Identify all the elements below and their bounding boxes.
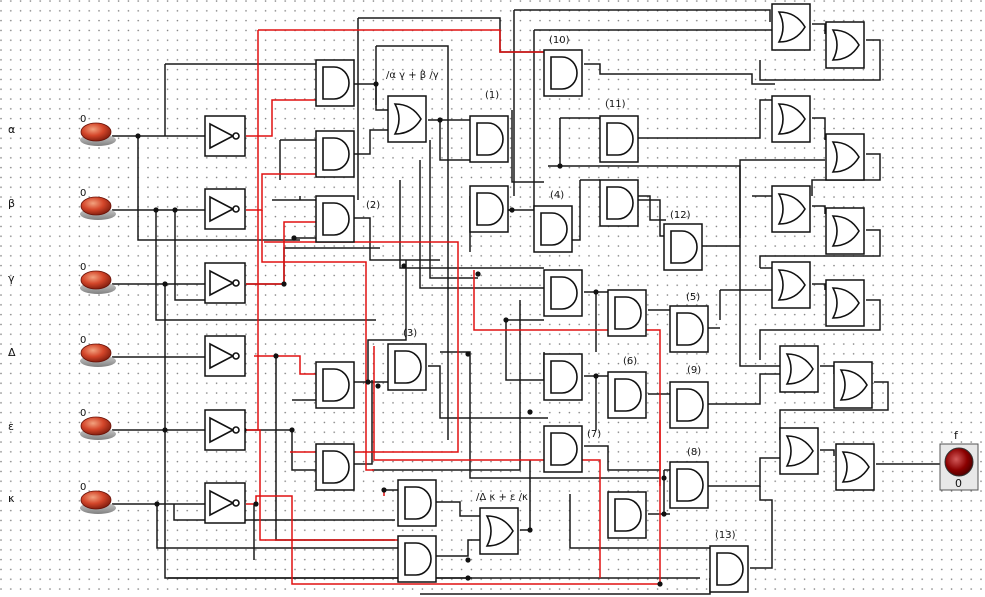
input-label-beta: β: [8, 197, 15, 210]
and-gates: [315, 49, 749, 593]
and-gate-icon[interactable]: [543, 49, 583, 97]
input-state: 0: [80, 482, 86, 493]
not-gate-icon[interactable]: [204, 188, 246, 230]
input-epsilon[interactable]: 0: [80, 408, 116, 440]
and-gate-icon[interactable]: [599, 179, 639, 227]
gate-label-4: (4): [550, 190, 564, 201]
or-gate-icon[interactable]: [779, 427, 819, 475]
or-gate-icon[interactable]: [825, 21, 865, 69]
and-gate-icon[interactable]: [669, 461, 709, 509]
gate-label-9: (9): [687, 365, 701, 376]
or-gates: [387, 3, 875, 555]
gate-label-11: (11): [605, 99, 626, 110]
gate-label-3: (3): [403, 328, 417, 339]
gate-label-8: (8): [687, 447, 701, 458]
and-gate-icon[interactable]: [387, 343, 427, 391]
not-gate-icon[interactable]: [204, 115, 246, 157]
and-gate-icon[interactable]: [543, 269, 583, 317]
input-label-gamma: γ: [8, 272, 15, 285]
and-gate-icon[interactable]: [607, 371, 647, 419]
expression-top: /α γ + β /γ: [386, 70, 439, 81]
and-gate-icon[interactable]: [669, 381, 709, 429]
gate-label-7: (7): [587, 429, 601, 440]
input-delta[interactable]: 0: [80, 335, 116, 367]
gate-labels: (10) (1) (11) (2) (4) (12) (5) (3) (6) (…: [366, 35, 736, 541]
and-gate-icon[interactable]: [709, 545, 749, 593]
gate-label-10: (10): [549, 35, 570, 46]
or-gate-icon[interactable]: [825, 133, 865, 181]
or-gate-icon[interactable]: [771, 261, 811, 309]
and-gate-icon[interactable]: [315, 443, 355, 491]
input-state: 0: [80, 114, 86, 125]
not-gate-icon[interactable]: [204, 409, 246, 451]
gate-label-6: (6): [623, 356, 637, 367]
expression-bottom: /Δ κ + ε /κ: [476, 492, 528, 503]
red-wires: [244, 29, 661, 585]
lamp-icon: [944, 447, 974, 477]
and-gate-icon[interactable]: [663, 223, 703, 271]
input-state: 0: [80, 262, 86, 273]
and-gate-icon[interactable]: [315, 361, 355, 409]
input-alpha[interactable]: 0: [80, 114, 116, 146]
input-label-alpha: α: [8, 123, 15, 136]
and-gate-icon[interactable]: [315, 195, 355, 243]
and-gate-icon[interactable]: [315, 130, 355, 178]
not-gate-icon[interactable]: [204, 262, 246, 304]
input-label-kappa: κ: [8, 492, 15, 505]
wires: [112, 9, 940, 595]
and-gate-icon[interactable]: [397, 535, 437, 583]
input-buttons: 0 0 0 0 0 0: [80, 114, 116, 514]
and-gate-icon[interactable]: [397, 479, 437, 527]
gate-label-5: (5): [686, 292, 700, 303]
input-state: 0: [80, 408, 86, 419]
not-gate-icon[interactable]: [204, 482, 246, 524]
or-gate-icon[interactable]: [833, 361, 873, 409]
output-label: f: [954, 429, 959, 442]
input-kappa[interactable]: 0: [80, 482, 116, 514]
input-label-epsilon: ε: [8, 420, 14, 433]
and-gate-icon[interactable]: [315, 59, 355, 107]
and-gate-icon[interactable]: [669, 305, 709, 353]
input-state: 0: [80, 188, 86, 199]
and-gate-icon[interactable]: [469, 185, 509, 233]
or-gate-icon[interactable]: [835, 443, 875, 491]
input-gamma[interactable]: 0: [80, 262, 116, 294]
or-gate-icon[interactable]: [825, 279, 865, 327]
or-gate-icon[interactable]: [779, 345, 819, 393]
gate-label-12: (12): [670, 210, 691, 221]
and-gate-icon[interactable]: [533, 205, 573, 253]
gate-label-1: (1): [485, 90, 499, 101]
or-gate-icon[interactable]: [479, 507, 519, 555]
junctions: [135, 81, 667, 587]
or-gate-icon[interactable]: [825, 207, 865, 255]
input-state: 0: [80, 335, 86, 346]
and-gate-icon[interactable]: [543, 425, 583, 473]
input-label-delta: Δ: [8, 346, 16, 359]
input-labels: α β γ Δ ε κ: [8, 123, 16, 505]
and-gate-icon[interactable]: [607, 289, 647, 337]
gate-label-13: (13): [715, 530, 736, 541]
input-beta[interactable]: 0: [80, 188, 116, 220]
and-gate-icon[interactable]: [469, 115, 509, 163]
or-gate-icon[interactable]: [771, 3, 811, 51]
not-gates: [204, 115, 246, 524]
and-gate-icon[interactable]: [543, 353, 583, 401]
output-state: 0: [955, 477, 962, 490]
or-gate-icon[interactable]: [771, 185, 811, 233]
and-gate-icon[interactable]: [607, 491, 647, 539]
gate-label-2: (2): [366, 200, 380, 211]
or-gate-icon[interactable]: [771, 95, 811, 143]
output-f: f 0: [939, 429, 979, 491]
or-gate-icon[interactable]: [387, 95, 427, 143]
and-gate-icon[interactable]: [599, 115, 639, 163]
not-gate-icon[interactable]: [204, 335, 246, 377]
